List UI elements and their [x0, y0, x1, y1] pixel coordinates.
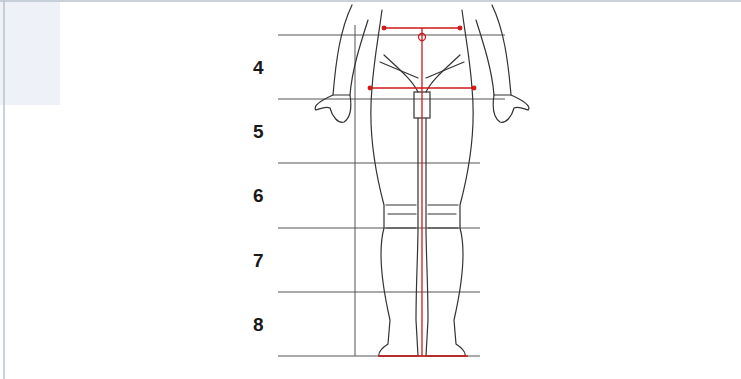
side-panel — [0, 0, 60, 105]
measure-lines — [368, 26, 476, 356]
frame-line — [3, 0, 5, 379]
callout-number: 6 — [253, 186, 264, 205]
body-outline — [315, 5, 529, 356]
callout-number: 5 — [253, 122, 264, 141]
callout-number: 8 — [253, 315, 264, 334]
callout-number: 7 — [253, 251, 264, 270]
callout-number: 4 — [253, 58, 264, 77]
frame-line — [0, 0, 741, 2]
